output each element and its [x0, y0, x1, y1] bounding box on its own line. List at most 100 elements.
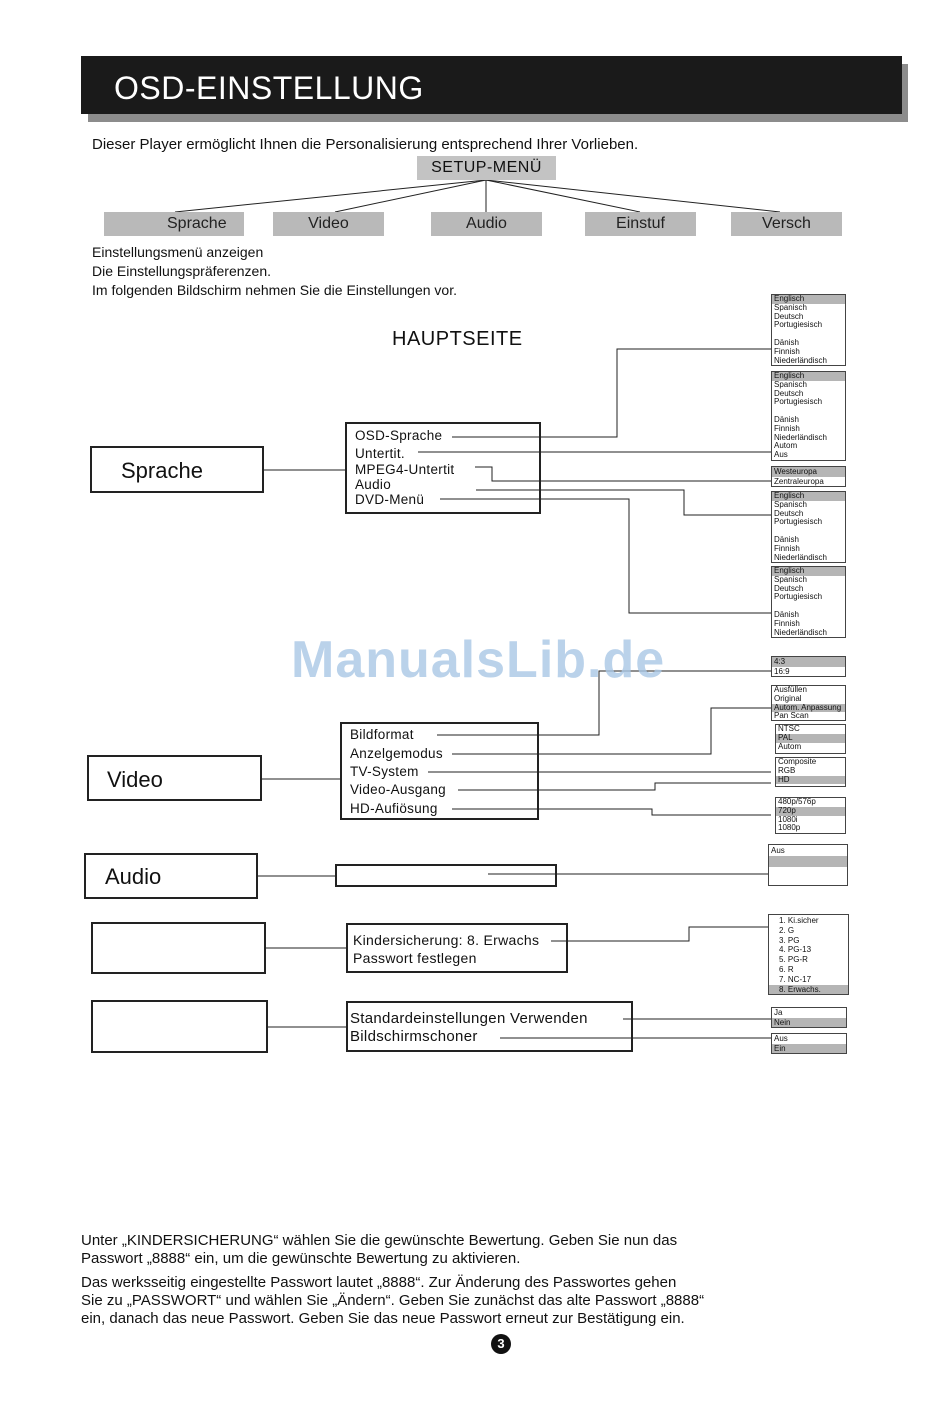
category-einstuf-box[interactable]: [91, 922, 266, 974]
audio-options: Aus: [768, 844, 848, 886]
option-item[interactable]: 7. NC-17: [779, 974, 812, 984]
instruction-line: Die Einstellungspräferenzen.: [92, 263, 271, 279]
option-item[interactable]: Nein: [772, 1017, 846, 1027]
option-item[interactable]: Portugiesisch: [774, 397, 823, 407]
option-item[interactable]: Spanisch: [774, 499, 807, 509]
category-audio-box[interactable]: Audio: [84, 853, 258, 899]
tab-einstuf[interactable]: Einstuf: [585, 212, 696, 236]
main-page-title: HAUPTSEITE: [392, 328, 523, 350]
setup-menu-label: SETUP-MENÜ: [417, 156, 556, 180]
option-item[interactable]: Original: [774, 693, 802, 703]
option-item[interactable]: PAL: [776, 733, 845, 743]
option-item[interactable]: Finnish: [774, 423, 800, 433]
option-item[interactable]: Englisch: [772, 294, 845, 304]
option-item[interactable]: Portugiesisch: [774, 517, 823, 527]
option-item[interactable]: Dänish: [774, 414, 799, 424]
menu-item-dvd-menu[interactable]: DVD-Menü: [355, 492, 425, 507]
option-item[interactable]: Portugiesisch: [774, 592, 823, 602]
option-item[interactable]: 16:9: [774, 667, 790, 676]
option-item[interactable]: Autom: [774, 441, 798, 451]
option-item[interactable]: Spanisch: [774, 302, 807, 312]
option-item[interactable]: [769, 856, 847, 867]
option-item[interactable]: Dänish: [774, 337, 799, 347]
option-item[interactable]: Ja: [774, 1008, 783, 1017]
menu-item-mpeg4[interactable]: MPEG4-Untertit: [355, 462, 455, 477]
category-video-box[interactable]: Video: [87, 755, 262, 801]
category-video-label: Video: [107, 767, 163, 792]
option-item[interactable]: 2. G: [779, 925, 795, 935]
option-item[interactable]: Aus: [774, 1034, 788, 1043]
option-item[interactable]: HD: [776, 775, 845, 785]
default-options: Ja Nein: [771, 1007, 847, 1028]
option-item[interactable]: Deutsch: [774, 388, 804, 398]
menu-item-audio[interactable]: Audio: [355, 477, 392, 492]
option-item[interactable]: Ein: [772, 1043, 846, 1053]
option-item[interactable]: NTSC: [778, 724, 800, 733]
option-item[interactable]: [769, 867, 847, 878]
option-item[interactable]: Finnish: [774, 543, 800, 553]
option-item[interactable]: Zentraleuropa: [774, 477, 824, 486]
menu-item-hd-aufloesung[interactable]: HD-Aufiösung: [350, 801, 438, 816]
option-item[interactable]: Westeuropa: [772, 467, 845, 477]
option-item[interactable]: RGB: [778, 765, 796, 775]
option-item[interactable]: Aus: [771, 846, 785, 855]
tab-versch[interactable]: Versch: [731, 212, 842, 236]
option-item[interactable]: Spanisch: [774, 574, 807, 584]
option-item[interactable]: 1080p: [778, 823, 801, 833]
option-item[interactable]: Deutsch: [774, 583, 804, 593]
tab-sprache[interactable]: Sprache: [104, 212, 244, 236]
option-item[interactable]: Aus: [774, 450, 788, 460]
option-item[interactable]: Deutsch: [774, 508, 804, 518]
menu-item-osd-sprache[interactable]: OSD-Sprache: [355, 428, 443, 443]
tab-video[interactable]: Video: [273, 212, 384, 236]
menu-item-video-ausgang[interactable]: Video-Ausgang: [350, 782, 446, 797]
option-item[interactable]: 1080i: [778, 814, 798, 824]
option-item[interactable]: Niederländisch: [774, 355, 827, 365]
menu-item-anzeigemodus[interactable]: Anzelgemodus: [350, 746, 443, 761]
menu-item-kindersicherung[interactable]: Kindersicherung: 8. Erwachs: [353, 932, 540, 948]
option-item[interactable]: Niederländisch: [774, 627, 827, 637]
option-item[interactable]: Autom: [778, 741, 802, 751]
option-item[interactable]: Englisch: [772, 371, 845, 381]
option-item[interactable]: Englisch: [772, 566, 845, 576]
footer-paragraph-line: Unter „KINDERSICHERUNG“ wählen Sie die g…: [81, 1232, 678, 1249]
option-item[interactable]: Niederländisch: [774, 552, 827, 562]
menu-item-standardeinstellungen[interactable]: Standardeinstellungen Verwenden: [350, 1010, 588, 1027]
option-item[interactable]: Englisch: [772, 491, 845, 501]
category-versch-box[interactable]: [91, 1000, 268, 1053]
menu-item-tv-system[interactable]: TV-System: [350, 764, 419, 779]
option-item[interactable]: 1. Ki.sicher: [779, 916, 819, 925]
option-item[interactable]: Deutsch: [774, 311, 804, 321]
versch-menu-box: [346, 1001, 633, 1052]
menu-item-passwort[interactable]: Passwort festlegen: [353, 950, 477, 966]
option-item[interactable]: Portugiesisch: [774, 320, 823, 330]
anzeigemodus-options: Ausfüllen Original Autom. Anpassung Pan …: [771, 685, 846, 721]
tab-audio[interactable]: Audio: [431, 212, 542, 236]
option-item[interactable]: 3. PG: [779, 935, 800, 945]
option-item[interactable]: Autom. Anpassung: [772, 703, 845, 713]
option-item[interactable]: Spanisch: [774, 379, 807, 389]
menu-item-untertitel[interactable]: Untertit.: [355, 446, 405, 461]
menu-item-bildschirmschoner[interactable]: Bildschirmschoner: [350, 1028, 478, 1045]
option-item[interactable]: 8. Erwachs.: [769, 984, 848, 995]
option-item[interactable]: Pan Scan: [774, 711, 809, 721]
option-item[interactable]: 4. PG-13: [779, 945, 812, 955]
option-item[interactable]: Dänish: [774, 609, 799, 619]
option-item[interactable]: Ausfüllen: [774, 685, 807, 694]
option-item[interactable]: 6. R: [779, 964, 794, 974]
option-item[interactable]: Dänish: [774, 534, 799, 544]
footer-paragraph-line: Sie zu „PASSWORT“ und wählen Sie „Ändern…: [81, 1292, 705, 1309]
option-item[interactable]: 720p: [776, 806, 845, 816]
category-sprache-box[interactable]: Sprache: [90, 446, 264, 493]
tv-system-options: NTSC PAL Autom: [775, 724, 846, 754]
option-item[interactable]: 5. PG-R: [779, 955, 808, 965]
option-item[interactable]: Niederländisch: [774, 432, 827, 442]
page-title: OSD-EINSTELLUNG: [114, 70, 424, 106]
option-item[interactable]: Composite: [778, 757, 817, 766]
option-item[interactable]: 480p/576p: [778, 797, 816, 806]
option-item[interactable]: 4:3: [772, 657, 845, 667]
menu-item-bildformat[interactable]: Bildformat: [350, 727, 414, 742]
option-item[interactable]: Finnish: [774, 618, 800, 628]
category-sprache-label: Sprache: [121, 458, 203, 483]
option-item[interactable]: Finnish: [774, 346, 800, 356]
